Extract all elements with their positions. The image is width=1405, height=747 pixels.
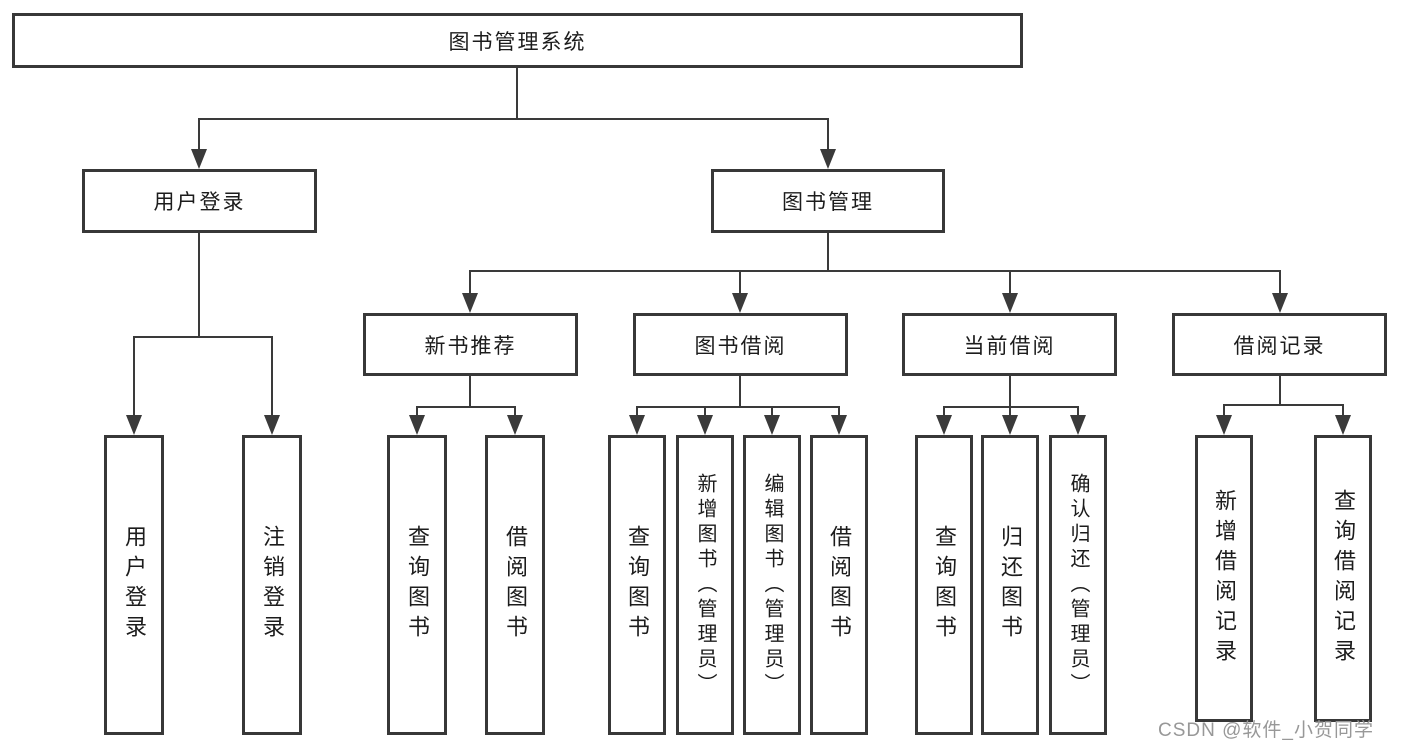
connector-line [514, 406, 516, 417]
connector-line [1009, 406, 1011, 417]
node-new-book-recommendation: 新书推荐 [363, 313, 578, 376]
leaf-query-books-current: 查询图书 [915, 435, 973, 735]
leaf-query-books-recommend: 查询图书 [387, 435, 447, 735]
node-borrowing-records: 借阅记录 [1172, 313, 1387, 376]
arrowhead-down-icon [629, 415, 645, 435]
arrowhead-down-icon [409, 415, 425, 435]
connector-line [739, 270, 741, 295]
node-book-management: 图书管理 [711, 169, 945, 233]
connector-line [943, 406, 945, 417]
connector-line [133, 336, 273, 338]
connector-line [771, 406, 773, 417]
connector-line [838, 406, 840, 417]
connector-line [1342, 404, 1344, 417]
connector-line [739, 376, 741, 406]
arrowhead-down-icon [831, 415, 847, 435]
leaf-borrow-books-recommend: 借阅图书 [485, 435, 545, 735]
connector-line [827, 118, 829, 150]
connector-line [198, 118, 200, 150]
connector-line [1223, 404, 1344, 406]
node-library-management-system: 图书管理系统 [12, 13, 1023, 68]
node-user-login: 用户登录 [82, 169, 317, 233]
connector-line [636, 406, 638, 417]
leaf-return-books: 归还图书 [981, 435, 1039, 735]
leaf-label: 查询图书 [625, 525, 650, 645]
leaf-user-login: 用户登录 [104, 435, 164, 735]
arrowhead-down-icon [764, 415, 780, 435]
leaf-edit-books-admin: 编辑图书（管理员） [743, 435, 801, 735]
arrowhead-down-icon [191, 149, 207, 169]
connector-line [516, 68, 518, 118]
leaf-label: 查询借阅记录 [1331, 488, 1356, 669]
arrowhead-down-icon [507, 415, 523, 435]
arrowhead-down-icon [126, 415, 142, 435]
arrowhead-down-icon [1335, 415, 1351, 435]
arrowhead-down-icon [697, 415, 713, 435]
connector-line [469, 270, 1281, 272]
node-label: 图书管理系统 [448, 30, 587, 54]
leaf-label: 查询图书 [405, 525, 430, 645]
arrowhead-down-icon [1272, 293, 1288, 313]
node-current-borrowing: 当前借阅 [902, 313, 1117, 376]
leaf-label: 注销登录 [260, 525, 285, 645]
connector-line [636, 406, 840, 408]
connector-line [827, 233, 829, 270]
arrowhead-down-icon [936, 415, 952, 435]
leaf-label: 查询图书 [932, 525, 957, 645]
leaf-label: 归还图书 [998, 525, 1023, 645]
connector-line [198, 118, 829, 120]
connector-line [1009, 376, 1011, 406]
connector-line [1223, 404, 1225, 417]
connector-line [198, 233, 200, 336]
connector-line [943, 406, 1079, 408]
arrowhead-down-icon [264, 415, 280, 435]
leaf-add-books-admin: 新增图书（管理员） [676, 435, 734, 735]
leaf-label: 新增图书（管理员） [694, 472, 716, 698]
leaf-label: 新增借阅记录 [1212, 488, 1237, 669]
connector-line [469, 376, 471, 406]
arrowhead-down-icon [732, 293, 748, 313]
leaf-borrow-books: 借阅图书 [810, 435, 868, 735]
leaf-label: 用户登录 [122, 525, 147, 645]
node-label: 借阅记录 [1233, 334, 1326, 358]
node-label: 图书管理 [782, 191, 874, 214]
node-label: 新书推荐 [424, 334, 517, 358]
csdn-watermark: CSDN @软件_小贺同学 [1158, 720, 1374, 741]
node-label: 图书借阅 [694, 334, 787, 358]
arrowhead-down-icon [1070, 415, 1086, 435]
node-book-borrowing: 图书借阅 [633, 313, 848, 376]
connector-line [416, 406, 516, 408]
arrowhead-down-icon [1216, 415, 1232, 435]
leaf-label: 编辑图书（管理员） [761, 472, 783, 698]
connector-line [1009, 270, 1011, 295]
connector-line [1279, 270, 1281, 295]
leaf-label: 借阅图书 [827, 525, 852, 645]
node-label: 用户登录 [153, 191, 246, 214]
arrowhead-down-icon [1002, 415, 1018, 435]
arrowhead-down-icon [1002, 293, 1018, 313]
arrowhead-down-icon [820, 149, 836, 169]
connector-line [1077, 406, 1079, 417]
connector-line [133, 336, 135, 417]
leaf-add-borrow-record: 新增借阅记录 [1195, 435, 1253, 722]
node-label: 当前借阅 [963, 334, 1056, 358]
leaf-query-borrow-record: 查询借阅记录 [1314, 435, 1372, 722]
connector-line [271, 336, 273, 417]
leaf-query-books-borrow: 查询图书 [608, 435, 666, 735]
connector-line [416, 406, 418, 417]
leaf-confirm-return-admin: 确认归还（管理员） [1049, 435, 1107, 735]
arrowhead-down-icon [462, 293, 478, 313]
leaf-logout: 注销登录 [242, 435, 302, 735]
connector-line [1279, 376, 1281, 404]
leaf-label: 借阅图书 [503, 525, 528, 645]
connector-line [469, 270, 471, 295]
connector-line [704, 406, 706, 417]
leaf-label: 确认归还（管理员） [1067, 472, 1089, 698]
